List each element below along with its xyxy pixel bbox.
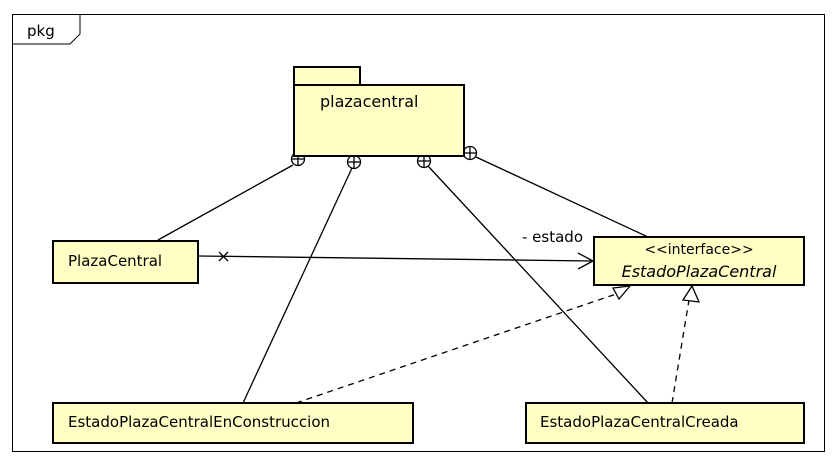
class-estadoplazacentralenconstruccion[interactable]: EstadoPlazaCentralEnConstruccion	[52, 402, 414, 444]
class-estadoplazacentralcreada[interactable]: EstadoPlazaCentralCreada	[525, 402, 805, 444]
diagram-frame: pkg	[12, 14, 825, 452]
containment-anchor-icon	[462, 145, 478, 161]
interface-name: EstadoPlazaCentral	[621, 262, 777, 281]
frame-tab-outline	[12, 14, 81, 45]
interface-estadoplazacentral[interactable]: <<interface>> EstadoPlazaCentral	[593, 236, 805, 286]
association-role-label: - estado	[522, 228, 583, 246]
containment-anchor-icon	[346, 154, 362, 170]
association-line	[198, 255, 594, 262]
realization-line-enconstruccion	[295, 291, 623, 404]
containment-line-interface	[475, 156, 649, 238]
package-plazacentral[interactable]	[293, 84, 465, 157]
class-name: EstadoPlazaCentralCreada	[540, 413, 739, 431]
class-name: EstadoPlazaCentralEnConstruccion	[68, 413, 331, 431]
interface-stereotype: <<interface>>	[644, 242, 754, 258]
package-tab	[293, 66, 361, 86]
containment-line-creada	[427, 165, 649, 404]
package-name: plazacentral	[320, 92, 419, 111]
realization-triangle-icon	[611, 285, 632, 301]
class-plazacentral[interactable]: PlazaCentral	[52, 240, 199, 284]
realization-line-creada	[671, 299, 690, 404]
containment-line-plazacentral	[157, 164, 294, 241]
class-name: PlazaCentral	[68, 252, 163, 270]
frame-label: pkg	[27, 22, 55, 40]
containment-line-enconstruccion	[242, 167, 353, 404]
non-navigable-x-icon	[218, 251, 229, 262]
realization-triangle-icon	[681, 284, 701, 303]
